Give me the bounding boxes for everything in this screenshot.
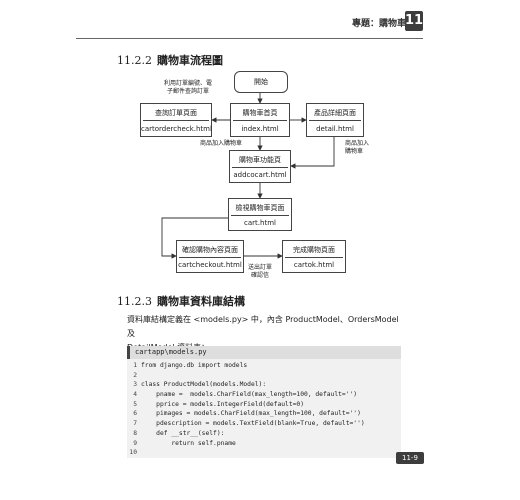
node-file: addcocart.html [233, 171, 287, 179]
code-line: 3 class ProductModel(models.Model): [127, 380, 401, 390]
node-file: cartordercheck.html [141, 125, 212, 133]
running-header-title: 專題：購物車 [352, 19, 407, 29]
code-listing: cartapp\models.py 1 from django.db import… [127, 346, 401, 458]
node-name: 購物車首頁 [242, 109, 278, 117]
section-title: 購物車資料庫結構 [157, 295, 245, 308]
line-number: 3 [133, 381, 137, 389]
code-line: 4 pname = models.CharField(max_length=10… [127, 390, 401, 400]
code-line: 10 [127, 448, 401, 458]
line-text: pimages = models.CharField(max_length=10… [141, 410, 361, 418]
node-divider [309, 120, 361, 121]
page-number-badge: 11-9 [396, 452, 424, 464]
line-number: 2 [133, 371, 137, 379]
node-file: cartok.html [293, 261, 335, 269]
code-lines: 1 from django.db import models 2 3 class P… [127, 359, 401, 458]
header-rule [76, 38, 423, 39]
node-divider [285, 256, 343, 258]
code-line: 8 def __str__(self): [127, 429, 401, 439]
paragraph-line: 資料庫結構定義在 <models.py> 中，內含 ProductModel、O… [127, 315, 399, 338]
flow-start-node: 開始 [234, 71, 288, 93]
line-number: 10 [129, 449, 137, 457]
line-text: pprice = models.IntegerField(default=0) [141, 400, 305, 408]
node-divider [179, 256, 241, 258]
line-number: 4 [133, 391, 137, 399]
line-text: return self.pname [141, 439, 236, 447]
node-file: cartcheckout.html [178, 261, 242, 269]
line-number: 1 [133, 362, 137, 369]
note-line: 利用訂單編號、電 [163, 80, 212, 87]
flow-node-cart: 檢視購物車頁面 cart.html [228, 198, 292, 231]
line-number: 9 [133, 439, 137, 447]
line-number: 6 [133, 410, 137, 418]
line-number: 8 [133, 429, 137, 437]
note-line: 購物車 [345, 148, 364, 155]
section-number: 11.2.3 [117, 295, 152, 308]
node-file: cart.html [244, 219, 276, 227]
flowchart-connectors [161, 91, 335, 259]
section-title: 購物車流程圖 [157, 54, 223, 67]
node-name: 檢視購物車頁面 [235, 204, 285, 212]
code-filename: cartapp\models.py [127, 346, 401, 359]
node-divider [233, 120, 287, 121]
flow-node-checkout: 確認購物內容頁面 cartcheckout.html [176, 240, 244, 273]
note-line: 確認信 [251, 272, 270, 279]
flow-node-ok: 完成購物頁面 cartok.html [282, 240, 346, 273]
section-heading-database: 11.2.3 購物車資料庫結構 [117, 293, 245, 309]
note-line: 送出訂單 [248, 264, 273, 271]
node-name: 購物車功能頁 [239, 156, 281, 164]
code-line: 2 [127, 371, 401, 381]
node-file: detail.html [316, 125, 354, 133]
note-query-order: 利用訂單編號、電 子郵件查詢訂單 [148, 80, 228, 96]
note-send-order: 送出訂單 確認信 [248, 264, 272, 280]
flow-node-index: 購物車首頁 index.html [230, 103, 290, 137]
flow-node-addcart: 購物車功能頁 addcocart.html [229, 150, 291, 183]
node-name: 確認購物內容頁面 [182, 246, 238, 254]
flow-node-detail: 產品詳細頁面 detail.html [306, 103, 364, 137]
code-line: 5 pprice = models.IntegerField(default=0… [127, 400, 401, 410]
section-heading-flowchart: 11.2.2 購物車流程圖 [117, 52, 223, 68]
node-name: 產品詳細頁面 [314, 109, 356, 117]
code-line: 9 return self.pname [127, 439, 401, 449]
line-text: def __str__(self): [141, 429, 225, 437]
flow-node-query-order: 查詢訂單頁面 cartordercheck.html [140, 103, 212, 137]
code-line: 7 pdescription = models.TextField(blank=… [127, 419, 401, 429]
line-number: 5 [133, 400, 137, 408]
chapter-badge: 11 [405, 11, 423, 31]
note-line: 子郵件查詢訂單 [166, 88, 209, 95]
node-name: 查詢訂單頁面 [155, 109, 197, 117]
note-line: 商品加入 [345, 140, 370, 147]
section-number: 11.2.2 [117, 54, 152, 67]
node-divider [232, 166, 288, 168]
code-line: 1 from django.db import models [127, 361, 401, 371]
note-add-to-cart-left: 商品加入購物車 [200, 140, 243, 147]
node-divider [231, 214, 289, 216]
note-add-to-cart-right: 商品加入 購物車 [345, 140, 369, 156]
line-number: 7 [133, 420, 137, 428]
node-name: 完成購物頁面 [293, 246, 335, 254]
node-file: index.html [241, 125, 279, 133]
line-text: pname = models.CharField(max_length=100,… [141, 391, 358, 399]
code-line: 6 pimages = models.CharField(max_length=… [127, 409, 401, 419]
line-text: from django.db import models [141, 362, 248, 369]
line-text: pdescription = models.TextField(blank=Tr… [141, 420, 365, 428]
node-divider [143, 120, 209, 121]
line-text: class ProductModel(models.Model): [141, 381, 267, 389]
